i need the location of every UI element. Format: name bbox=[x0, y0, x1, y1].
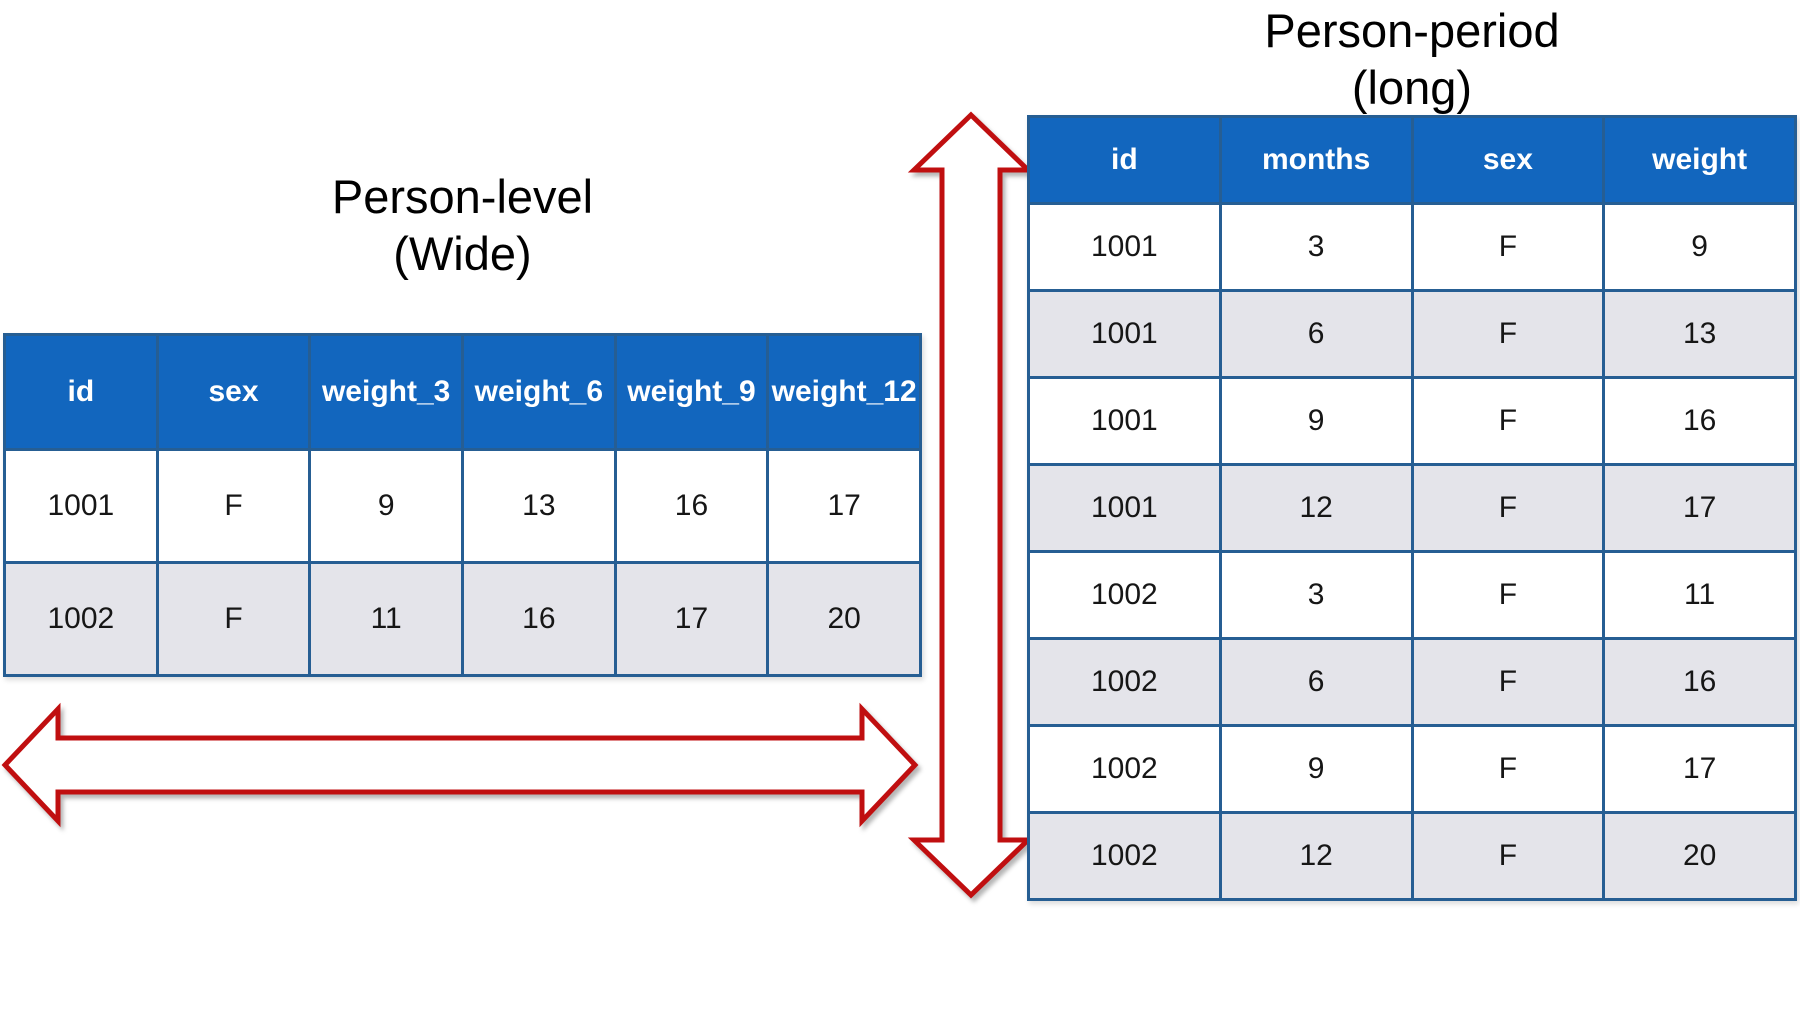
vertical-double-arrow-icon bbox=[907, 111, 1035, 899]
long-title-line2: (long) bbox=[1351, 61, 1473, 114]
table-cell: F bbox=[158, 451, 309, 561]
wide-table-header-row: id sex weight_3 weight_6 weight_9 weight… bbox=[6, 336, 919, 448]
long-table-row: 1002 12 F 20 bbox=[1030, 814, 1794, 898]
table-cell: 9 bbox=[311, 451, 461, 561]
table-cell: 16 bbox=[1605, 640, 1794, 724]
long-column-header-id: id bbox=[1030, 118, 1219, 202]
table-cell: 1001 bbox=[1030, 292, 1219, 376]
table-cell: 20 bbox=[1605, 814, 1794, 898]
table-cell: F bbox=[1413, 727, 1603, 811]
table-cell: 12 bbox=[1221, 814, 1411, 898]
wide-column-header-id: id bbox=[6, 336, 156, 448]
table-cell: 20 bbox=[769, 564, 919, 674]
table-cell: F bbox=[158, 564, 309, 674]
wide-column-header-weight9: weight_9 bbox=[616, 336, 767, 448]
table-cell: 1002 bbox=[1030, 640, 1219, 724]
table-cell: F bbox=[1413, 205, 1603, 289]
table-cell: 13 bbox=[1605, 292, 1794, 376]
wide-column-header-sex: sex bbox=[158, 336, 309, 448]
table-cell: 3 bbox=[1221, 205, 1411, 289]
table-cell: 17 bbox=[769, 451, 919, 561]
table-cell: F bbox=[1413, 814, 1603, 898]
long-table-row: 1002 9 F 17 bbox=[1030, 727, 1794, 811]
table-cell: 6 bbox=[1221, 640, 1411, 724]
table-cell: 12 bbox=[1221, 466, 1411, 550]
table-cell: 13 bbox=[464, 451, 614, 561]
table-cell: 9 bbox=[1605, 205, 1794, 289]
table-cell: 1002 bbox=[6, 564, 156, 674]
wide-column-header-weight12: weight_12 bbox=[769, 336, 919, 448]
long-table-row: 1001 9 F 16 bbox=[1030, 379, 1794, 463]
long-table-row: 1001 12 F 17 bbox=[1030, 466, 1794, 550]
table-cell: 1001 bbox=[1030, 379, 1219, 463]
long-table-row: 1002 6 F 16 bbox=[1030, 640, 1794, 724]
wide-title-line1: Person-level bbox=[331, 170, 594, 223]
wide-title-line2: (Wide) bbox=[393, 227, 532, 280]
table-cell: 17 bbox=[616, 564, 767, 674]
wide-column-header-weight6: weight_6 bbox=[464, 336, 614, 448]
long-title-line1: Person-period bbox=[1264, 4, 1560, 57]
long-column-header-weight: weight bbox=[1605, 118, 1794, 202]
wide-table-row: 1002 F 11 16 17 20 bbox=[6, 564, 919, 674]
long-table-row: 1002 3 F 11 bbox=[1030, 553, 1794, 637]
table-cell: 1001 bbox=[1030, 205, 1219, 289]
horizontal-double-arrow-icon bbox=[1, 702, 919, 828]
table-cell: F bbox=[1413, 379, 1603, 463]
table-cell: 9 bbox=[1221, 727, 1411, 811]
long-column-header-sex: sex bbox=[1413, 118, 1603, 202]
table-cell: F bbox=[1413, 466, 1603, 550]
table-cell: 17 bbox=[1605, 727, 1794, 811]
long-column-header-months: months bbox=[1221, 118, 1411, 202]
table-cell: 1002 bbox=[1030, 727, 1219, 811]
table-cell: F bbox=[1413, 640, 1603, 724]
wide-column-header-weight3: weight_3 bbox=[311, 336, 461, 448]
table-cell: F bbox=[1413, 553, 1603, 637]
table-cell: F bbox=[1413, 292, 1603, 376]
table-cell: 16 bbox=[1605, 379, 1794, 463]
long-table-row: 1001 6 F 13 bbox=[1030, 292, 1794, 376]
table-cell: 17 bbox=[1605, 466, 1794, 550]
wide-table-title: Person-level (Wide) bbox=[3, 168, 922, 282]
table-cell: 16 bbox=[464, 564, 614, 674]
wide-table-row: 1001 F 9 13 16 17 bbox=[6, 451, 919, 561]
table-cell: 3 bbox=[1221, 553, 1411, 637]
long-table-title: Person-period (long) bbox=[1027, 2, 1797, 116]
table-cell: 1002 bbox=[1030, 814, 1219, 898]
table-cell: 6 bbox=[1221, 292, 1411, 376]
long-table: id months sex weight 1001 3 F 9 1001 6 F… bbox=[1027, 115, 1797, 901]
table-cell: 1001 bbox=[1030, 466, 1219, 550]
table-cell: 16 bbox=[616, 451, 767, 561]
wide-table: id sex weight_3 weight_6 weight_9 weight… bbox=[3, 333, 922, 677]
table-cell: 11 bbox=[311, 564, 461, 674]
table-cell: 9 bbox=[1221, 379, 1411, 463]
long-table-header-row: id months sex weight bbox=[1030, 118, 1794, 202]
table-cell: 1001 bbox=[6, 451, 156, 561]
table-cell: 11 bbox=[1605, 553, 1794, 637]
long-table-row: 1001 3 F 9 bbox=[1030, 205, 1794, 289]
table-cell: 1002 bbox=[1030, 553, 1219, 637]
